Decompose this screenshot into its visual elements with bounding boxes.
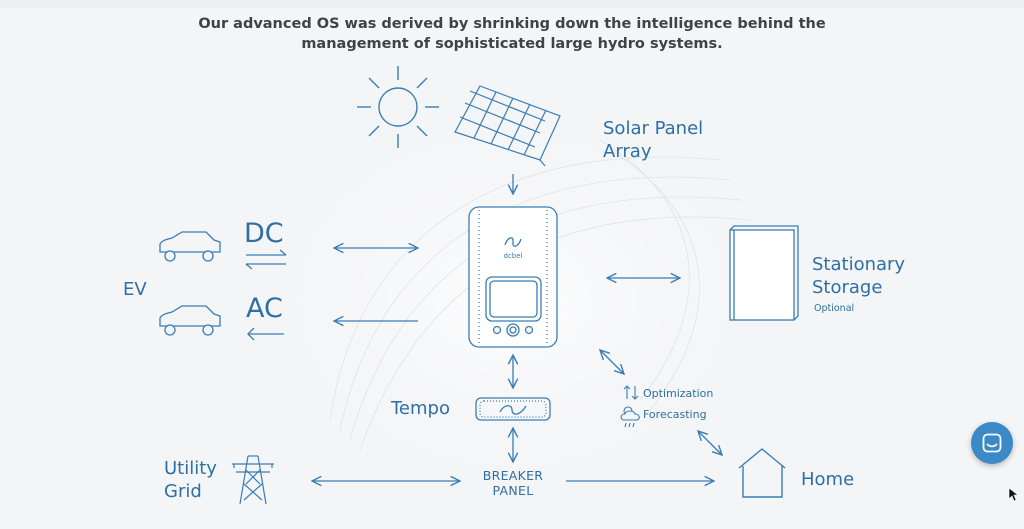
dcbel-station-icon: [468, 206, 558, 348]
breaker-label-line2: PANEL: [492, 483, 534, 498]
battery-icon: [729, 225, 799, 321]
optimization-label: Optimization: [643, 387, 714, 400]
headline-text: Our advanced OS was derived by shrinking…: [198, 16, 826, 52]
dc-exchange-arrows-icon: [245, 249, 287, 270]
optional-label: Optional: [814, 303, 855, 314]
arrow-forecasting-home: [698, 431, 722, 455]
tempo-label: Tempo: [391, 398, 450, 419]
power-tower-icon: [232, 455, 274, 505]
tempo-icon: [475, 397, 551, 421]
solar-panel-icon: [454, 85, 561, 167]
utility-label-line1: Utility: [164, 458, 217, 479]
stationary-label-line1: Stationary: [812, 254, 906, 275]
device-brand-text: dcbel: [504, 252, 523, 260]
mouse-cursor-icon: [1008, 487, 1019, 502]
arrow-station-optimization: [600, 350, 624, 374]
sun-icon: [357, 66, 439, 148]
breaker-panel-label: BREAKER PANEL: [470, 468, 556, 498]
ac-arrow-icon: [247, 327, 284, 341]
top-bar: [0, 0, 1024, 8]
optimization-icon: [623, 385, 639, 400]
home-label: Home: [801, 469, 855, 490]
stationary-label-line2: Storage: [812, 277, 883, 298]
solar-label-line2: Array: [603, 141, 652, 162]
ev-label: EV: [123, 279, 147, 300]
car-icon: [159, 231, 221, 262]
forecasting-label: Forecasting: [643, 408, 707, 421]
car-icon: [159, 305, 221, 336]
chat-button[interactable]: [971, 422, 1013, 464]
ac-label: AC: [246, 293, 283, 324]
utility-label-line2: Grid: [164, 481, 202, 502]
breaker-label-line1: BREAKER: [482, 468, 544, 483]
home-icon: [738, 448, 786, 498]
solar-label-line1: Solar Panel: [603, 118, 704, 139]
chat-icon: [982, 433, 1002, 453]
dc-label: DC: [244, 218, 284, 249]
weather-icon: [620, 406, 640, 428]
